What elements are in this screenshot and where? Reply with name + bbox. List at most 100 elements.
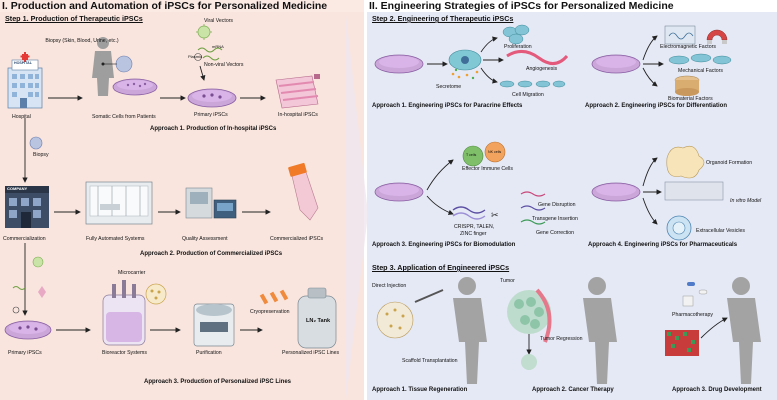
magnet-icon <box>706 29 728 44</box>
viral-vector-icon <box>196 24 212 40</box>
gene-correction-label: Gene Correction <box>536 230 575 236</box>
conical-tube-icon <box>288 162 319 221</box>
somatic-cells-dish-icon <box>112 78 158 96</box>
biopsy-label: Biopsy <box>33 152 49 158</box>
microcarrier-label: Microcarrier <box>118 270 146 276</box>
bioreactor-label: Bioreactor Systems <box>102 350 147 356</box>
mechanical-label: Mechanical Factors <box>678 68 723 74</box>
angiogenesis-label: Angiogenesis <box>526 66 558 72</box>
biomaterial-label: Biomaterial Factors <box>668 96 713 102</box>
in-vitro-label: In vitro Model <box>730 198 762 204</box>
paracrine-dish-icon <box>374 54 424 74</box>
s2-approach2-title: Approach 2. Engineering iPSCs for Differ… <box>585 103 728 109</box>
scaffold-label: Scaffold Transplantation <box>402 358 458 364</box>
purification-label: Purification <box>196 350 222 356</box>
mrna-label: mRNA <box>212 44 224 49</box>
primary-ipscs-label: Primary iPSCs <box>194 112 228 118</box>
extracellular-vesicle-icon <box>666 215 692 241</box>
biomodulation-dish-icon <box>374 182 424 202</box>
tumor-label: Tumor <box>500 278 515 284</box>
bioreactor-icon <box>102 280 146 346</box>
approach2-title: Approach 2. Production of Commercialized… <box>140 251 283 257</box>
ln2-tank-label: LN₂ Tank <box>306 318 331 324</box>
culture-flask-icon <box>275 74 320 109</box>
automated-system-icon <box>85 181 153 225</box>
viral-vectors-label: Viral Vectors <box>204 18 234 24</box>
human-body-icon-3 <box>727 277 761 384</box>
dna-icons <box>520 191 546 225</box>
left-diagram <box>4 24 337 349</box>
s3-approach1-title: Approach 1. Tissue Regeneration <box>372 387 468 393</box>
approach3-title: Approach 3. Production of Personalized i… <box>144 379 292 385</box>
s3-approach3-title: Approach 3. Drug Development <box>672 387 762 393</box>
pharmaceutical-dish-icon <box>591 182 641 202</box>
biopsy-sources-label: Biopsy (Skin, Blood, Urine, etc.) <box>45 38 119 44</box>
somatic-cells-label: Somatic Cells from Patients <box>92 114 156 120</box>
organoid-icon <box>666 145 705 179</box>
quality-assessment-label: Quality Assessment <box>182 236 228 242</box>
scaffold-dish-icon <box>376 301 414 339</box>
commercialization-label: Commercialization <box>3 236 46 242</box>
right-diagram: .ar{stroke:#222;stroke-width:0.9;fill:no… <box>374 24 761 384</box>
plasmid-label: Plasmid <box>188 54 203 59</box>
mechanical-cells-icon <box>668 53 732 65</box>
tumor-icon <box>507 288 552 343</box>
angiogenesis-icon <box>506 50 569 65</box>
primary-ipsc-dish-icon-2 <box>4 320 52 340</box>
crispr-label: CRISPR, TALEN, <box>454 224 495 230</box>
commercialized-ipscs-label: Commercialized iPSCs <box>270 236 324 242</box>
t-cells-label: T cells <box>466 153 477 157</box>
company-building-icon <box>5 186 49 228</box>
fully-automated-label: Fully Automated Systems <box>86 236 145 242</box>
svg-text:✂: ✂ <box>491 210 499 220</box>
hospital-label: Hospital <box>12 114 31 120</box>
human-body-icon-1 <box>453 277 487 384</box>
effector-immune-label: Effector Immune Cells <box>462 166 513 172</box>
step3-title: Step 3. Application of Engineered iPSCs <box>372 263 510 272</box>
pharmacotherapy-label: Pharmacotherapy <box>672 312 713 318</box>
gene-disruption-label: Gene Disruption <box>538 202 576 208</box>
cell-migration-icon <box>499 80 566 88</box>
microcarrier-icon <box>145 283 167 305</box>
cryo-vials-icon <box>259 289 289 305</box>
quality-assessment-icon <box>185 187 237 219</box>
cryopreservation-label: Cryopreservation <box>250 309 290 315</box>
personalized-lines-label: Personalized iPSC Lines <box>282 350 340 356</box>
electromagnetic-label: Electromagnetic Factors <box>660 44 716 50</box>
drug-screen-plate-icon <box>665 330 699 356</box>
in-vitro-chip-icon <box>664 181 724 201</box>
direct-injection-label: Direct Injection <box>372 283 407 289</box>
in-hospital-ipscs-label: In-hospital iPSCs <box>278 112 318 118</box>
electromagnetic-icon <box>664 25 696 45</box>
proliferation-icon <box>502 24 530 45</box>
patient-silhouette-icon <box>92 37 114 96</box>
s2-approach4-title: Approach 4. Engineering iPSCs for Pharma… <box>588 242 738 248</box>
biomaterial-icon <box>674 75 700 96</box>
right-panel-title: II. Engineering Strategies of iPSCs for … <box>369 0 674 12</box>
hospital-building-icon <box>7 52 43 109</box>
s3-approach2-title: Approach 2. Cancer Therapy <box>532 387 614 393</box>
plasmid-icon <box>194 53 202 61</box>
right-header-strip <box>367 0 777 12</box>
biopsy-sample-icon <box>115 55 133 73</box>
syringe-icon <box>414 289 444 303</box>
centrifuge-icon <box>193 303 235 347</box>
right-panel-body <box>367 12 777 400</box>
nk-cells-label: NK cells <box>488 150 502 154</box>
ln2-tank-icon <box>297 287 337 349</box>
s2-approach1-title: Approach 1. Engineering iPSCs for Paracr… <box>372 103 523 109</box>
vector-icons-row3 <box>12 256 46 314</box>
left-panel-title: I. Production and Automation of iPSCs fo… <box>2 0 328 12</box>
organoid-label: Organoid Formation <box>706 160 753 166</box>
transgene-insertion-label: Transgene Insertion <box>532 216 578 222</box>
zinc-finger-label: ZINC finger <box>460 231 487 237</box>
non-viral-vectors-label: Non-viral Vectors <box>204 62 244 68</box>
differentiation-dish-icon <box>591 54 641 74</box>
step1-title: Step 1. Production of Therapeutic iPSCs <box>5 14 143 23</box>
biopsy-sample-icon-2 <box>29 136 43 150</box>
hospital-sign: HOSPITAL <box>14 61 32 65</box>
extracellular-vesicles-label: Extracellular Vesicles <box>696 228 746 234</box>
step2-title: Step 2. Engineering of Therapeutic iPSCs <box>372 14 514 23</box>
pills-icon <box>682 282 708 307</box>
s2-approach3-title: Approach 3. Engineering iPSCs for Biomod… <box>372 242 516 248</box>
